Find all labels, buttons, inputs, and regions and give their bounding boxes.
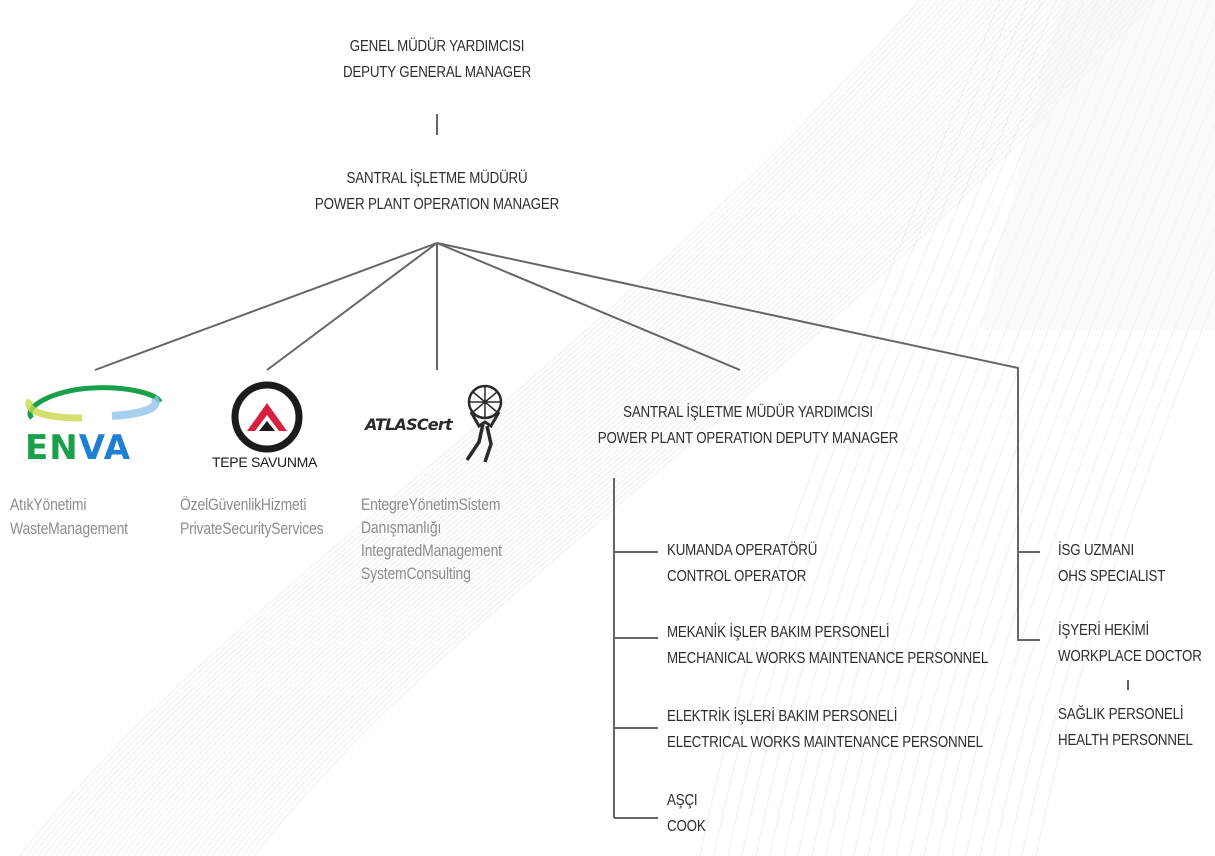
atlas-caption: EntegreYönetimSistem Danışmanlığı Integr… — [361, 493, 502, 585]
staff-tr: KUMANDA OPERATÖRÜ — [667, 542, 818, 559]
staff-item-mechanical: MEKANİK İŞLER BAKIM PERSONELİ MECHANICAL… — [667, 620, 988, 672]
atlas-caption-tr-1: EntegreYönetimSistem — [361, 495, 501, 514]
health-personnel-box: SAĞLIK PERSONELİ HEALTH PERSONNEL — [1058, 702, 1193, 754]
atlascert-logo: ATLASCert — [365, 415, 453, 434]
staff-tr: AŞÇI — [667, 792, 698, 809]
plant-operation-manager-box: SANTRAL İŞLETME MÜDÜRÜ POWER PLANT OPERA… — [282, 166, 592, 218]
ohs-tr: İŞYERİ HEKİMİ — [1058, 622, 1150, 639]
tepe-caption-tr: ÖzelGüvenlikHizmeti — [180, 495, 307, 514]
staff-item-control-operator: KUMANDA OPERATÖRÜ CONTROL OPERATOR — [667, 538, 817, 590]
tepe-savunma-icon — [231, 381, 303, 453]
enva-caption-en: WasteManagement — [10, 519, 128, 538]
staff-en: CONTROL OPERATOR — [667, 568, 807, 585]
plant-deputy-tr: SANTRAL İŞLETME MÜDÜR YARDIMCISI — [623, 404, 873, 421]
ohs-tr: SAĞLIK PERSONELİ — [1058, 706, 1184, 723]
tepe-caption-en: PrivateSecurityServices — [180, 519, 324, 538]
staff-tr: MEKANİK İŞLER BAKIM PERSONELİ — [667, 624, 890, 641]
staff-item-electrical: ELEKTRİK İŞLERİ BAKIM PERSONELİ ELECTRIC… — [667, 704, 983, 756]
plant-mgr-tr: SANTRAL İŞLETME MÜDÜRÜ — [346, 170, 528, 187]
staff-item-cook: AŞÇI COOK — [667, 788, 706, 840]
staff-tr: ELEKTRİK İŞLERİ BAKIM PERSONELİ — [667, 708, 898, 725]
plant-mgr-en: POWER PLANT OPERATION MANAGER — [314, 196, 560, 213]
plant-deputy-en: POWER PLANT OPERATION DEPUTY MANAGER — [597, 430, 899, 447]
enva-caption-tr: AtıkYönetimi — [10, 495, 87, 514]
atlas-caption-en-1: IntegratedManagement — [361, 541, 502, 560]
ohs-en: HEALTH PERSONNEL — [1058, 732, 1193, 749]
tepe-caption: ÖzelGüvenlikHizmeti PrivateSecurityServi… — [180, 493, 324, 541]
enva-logo: ENVA — [25, 428, 132, 468]
ohs-en: OHS SPECIALIST — [1058, 568, 1166, 585]
deputy-gm-en: DEPUTY GENERAL MANAGER — [342, 64, 532, 81]
enva-swoosh-icon — [25, 385, 163, 422]
ohs-en: WORKPLACE DOCTOR — [1058, 648, 1202, 665]
staff-en: MECHANICAL WORKS MAINTENANCE PERSONNEL — [667, 650, 989, 667]
plant-deputy-manager-box: SANTRAL İŞLETME MÜDÜR YARDIMCISI POWER P… — [593, 400, 903, 452]
ohs-specialist-box: İSG UZMANI OHS SPECIALIST — [1058, 538, 1165, 590]
enva-caption: AtıkYönetimi WasteManagement — [10, 493, 128, 541]
workplace-doctor-box: İŞYERİ HEKİMİ WORKPLACE DOCTOR — [1058, 618, 1202, 670]
staff-en: ELECTRICAL WORKS MAINTENANCE PERSONNEL — [667, 734, 983, 751]
atlas-caption-tr-2: Danışmanlığı — [361, 518, 442, 537]
deputy-general-manager-box: GENEL MÜDÜR YARDIMCISI DEPUTY GENERAL MA… — [308, 34, 566, 86]
staff-en: COOK — [667, 818, 706, 835]
atlas-figure-icon — [465, 384, 503, 463]
tepe-savunma-logo: TEPE SAVUNMA — [212, 454, 318, 470]
connector-deputy — [436, 242, 741, 371]
atlas-caption-en-2: SystemConsulting — [361, 564, 471, 583]
deputy-gm-tr: GENEL MÜDÜR YARDIMCISI — [349, 38, 525, 55]
connector-enva — [94, 242, 438, 371]
connector-ohs — [436, 242, 1040, 641]
ohs-tr: İSG UZMANI — [1058, 542, 1135, 559]
connector-tepe — [266, 242, 438, 371]
